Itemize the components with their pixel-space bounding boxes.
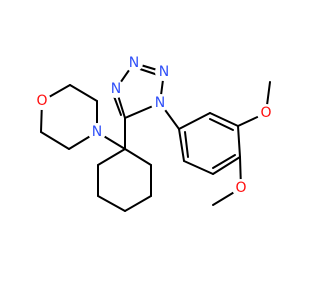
molecule-structure: O N N N N N O O [33, 54, 275, 212]
bond [183, 160, 214, 175]
atom-o-methoxy-para: O [232, 179, 250, 197]
bond [69, 84, 98, 102]
atom-label-o: O [36, 93, 47, 109]
atom-label-n: N [159, 64, 169, 80]
atom-label-o: O [235, 180, 246, 196]
atom-n-tetrazole-3: N [125, 54, 143, 72]
bond [97, 148, 126, 166]
bond [124, 195, 152, 212]
bond [212, 154, 236, 169]
atom-label-n: N [155, 95, 165, 111]
bond [209, 118, 234, 131]
atom-n-tetrazole-1: N [151, 94, 169, 112]
atom-n-tetrazole-4: N [107, 80, 125, 98]
bond [209, 112, 239, 127]
bond [237, 125, 241, 158]
bond [212, 156, 241, 175]
atom-label-n: N [129, 55, 139, 71]
bond [178, 128, 185, 162]
atom-o-morpholine: O [33, 92, 51, 110]
bond [40, 131, 70, 150]
atom-labels: O N N N N N O O [33, 54, 275, 197]
atom-n-tetrazole-2: N [155, 63, 173, 81]
atom-label-n: N [111, 81, 121, 97]
bond [178, 112, 211, 130]
atom-label-o: O [260, 105, 271, 121]
bonds [40, 62, 271, 212]
bond [124, 148, 152, 166]
bond [97, 195, 126, 212]
atom-o-methoxy-meta: O [257, 104, 275, 122]
atom-n-morpholine: N [88, 123, 106, 141]
bond [184, 131, 189, 158]
atom-label-n: N [92, 124, 102, 140]
